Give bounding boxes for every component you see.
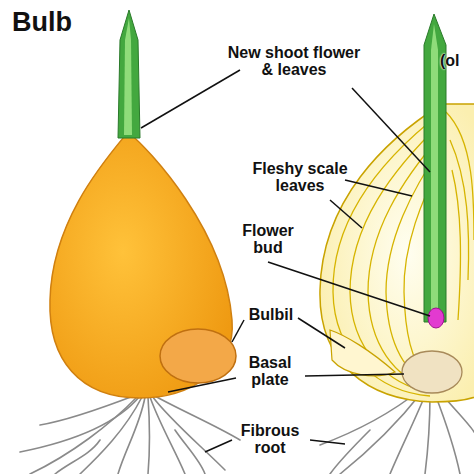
flower-bud-shape	[428, 308, 444, 328]
leader-line	[168, 378, 236, 392]
fibrous-roots	[20, 395, 240, 474]
root-line	[152, 396, 225, 470]
root-line	[330, 430, 370, 474]
title-text: Bulb	[12, 8, 132, 37]
leader-line	[305, 374, 404, 376]
leader-lines	[141, 70, 430, 452]
root-line	[40, 395, 136, 425]
root-line	[175, 430, 205, 474]
root-line	[153, 395, 240, 440]
leader-line	[232, 320, 244, 342]
scale-line	[452, 170, 460, 320]
bulbil-shape	[160, 329, 236, 383]
root-line	[425, 394, 430, 474]
leader-line	[310, 440, 345, 444]
part-label: (ol	[440, 52, 474, 69]
part-label: Basal plate	[230, 354, 310, 389]
leader-line	[205, 440, 232, 452]
shoot-highlight	[431, 24, 438, 318]
part-label: Flower bud	[228, 222, 308, 257]
leader-line	[298, 318, 345, 348]
root-line	[55, 440, 100, 474]
root-line	[340, 392, 422, 474]
bulb-section	[320, 104, 474, 402]
part-label: Fibrous root	[225, 422, 315, 457]
section-bulbil	[330, 330, 395, 376]
leader-line	[330, 200, 362, 228]
root-line	[148, 397, 150, 474]
part-label: Fleshy scale leaves	[246, 160, 354, 195]
root-line	[390, 393, 426, 474]
scale-line	[450, 140, 469, 280]
new-shoot	[118, 10, 140, 138]
root-line	[20, 396, 140, 452]
shoot-highlight	[124, 18, 132, 135]
leader-line	[352, 88, 430, 172]
part-label: Bulbil	[238, 306, 304, 323]
part-label: New shoot flower & leaves	[224, 44, 364, 79]
basal-plate-shape	[402, 351, 462, 393]
leader-line	[141, 70, 240, 128]
fibrous-roots	[320, 390, 474, 474]
root-line	[435, 394, 460, 474]
leader-line	[345, 180, 412, 196]
root-line	[118, 397, 145, 474]
